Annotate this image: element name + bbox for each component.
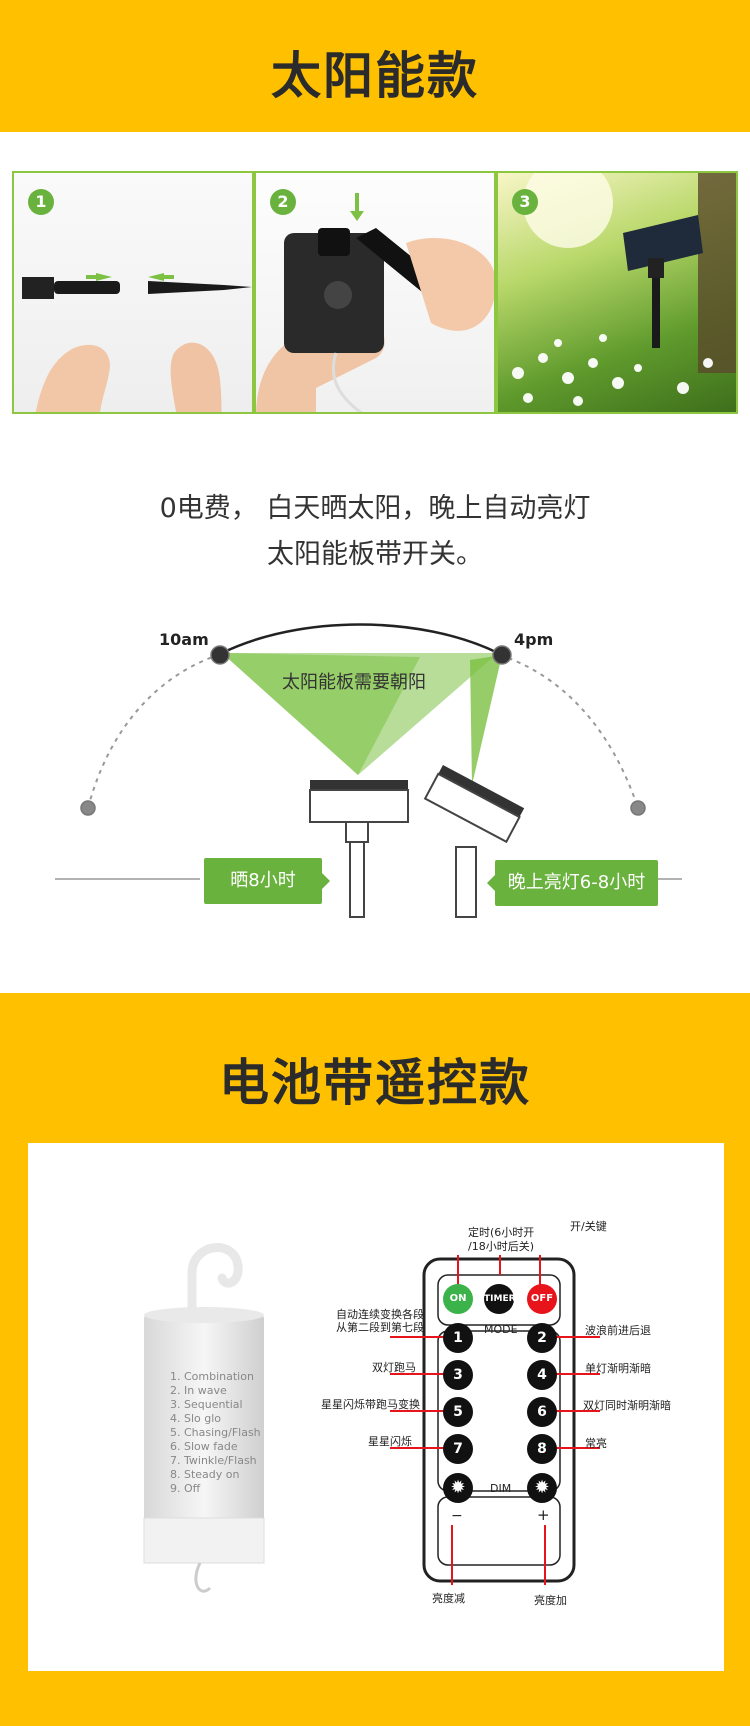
sun-dim-icon: ✹ [450,1477,466,1498]
installation-steps: 1 2 3 [12,171,738,414]
panel-facing-sun-label: 太阳能板需要朝阳 [282,672,426,693]
remote-button-8[interactable]: 8 [527,1434,557,1464]
garden-solar-panel-illustration [512,173,736,406]
button-6-annotation: 双灯同时渐明渐暗 [583,1399,671,1412]
button-4-annotation: 单灯渐明渐暗 [585,1362,651,1375]
battery-box-illustration [143,1243,265,1593]
light-duration-label: 晚上亮灯6-8小时 [487,860,658,906]
sun-path-diagram [55,623,682,918]
step-3-photo: 3 [496,171,738,414]
remote-minus-label: − [451,1508,463,1524]
step-1-number: 1 [28,189,54,215]
button-5-annotation: 星星闪烁带跑马变换 [321,1398,420,1411]
stake-assembly-illustration [22,273,252,412]
slogan-line-1: 0电费， 白天晒太阳，晚上自动亮灯 [159,493,591,524]
remote-button-4[interactable]: 4 [527,1360,557,1390]
step-2-number: 2 [270,189,296,215]
battery-mode-item: 7. Twinkle/Flash [170,1454,257,1467]
step-3-number: 3 [512,189,538,215]
solar-section-title: 太阳能款 [271,47,479,105]
battery-mode-item: 9. Off [170,1482,201,1495]
remote-button-3[interactable]: 3 [443,1360,473,1390]
time-end-label: 4pm [514,630,554,649]
step-2-photo: 2 [254,171,496,414]
remote-button-7[interactable]: 7 [443,1434,473,1464]
auto-annotation-line1: 自动连续变换各段 [336,1308,424,1321]
remote-off-button[interactable]: OFF [527,1284,557,1314]
battery-mode-item: 6. Slow fade [170,1440,238,1453]
remote-button-5[interactable]: 5 [443,1397,473,1427]
remote-button-6[interactable]: 6 [527,1397,557,1427]
remote-timer-button[interactable]: TIMER [484,1284,516,1314]
button-3-annotation: 双灯跑马 [372,1361,416,1374]
power-annotation: 开/关键 [570,1220,607,1233]
solar-panel-flat [309,780,409,918]
timer-annotation-line1: 定时(6小时开 [468,1226,535,1239]
remote-on-button[interactable]: ON [443,1284,473,1314]
remote-mode-label: MODE [484,1323,518,1336]
timer-annotation-line2: /18小时后关) [468,1240,534,1253]
charge-duration-label: 晒8小时 [204,858,330,904]
slogan-line-2: 太阳能板带开关。 [267,539,483,570]
time-start-label: 10am [159,630,209,649]
panel-mount-illustration [256,193,494,412]
button-7-annotation: 星星闪烁 [368,1435,412,1448]
battery-mode-item: 5. Chasing/Flash [170,1426,261,1439]
remote-dim-label: DIM [490,1482,512,1495]
auto-annotation-line2: 从第二段到第七段 [336,1321,424,1334]
step-1-photo: 1 [12,171,254,414]
battery-mode-item: 2. In wave [170,1384,227,1397]
dim-up-annotation: 亮度加 [534,1594,567,1607]
battery-mode-item: 3. Sequential [170,1398,243,1411]
remote-plus-label: + [537,1506,550,1524]
dim-down-button[interactable]: ✹ [443,1473,473,1503]
remote-button-1[interactable]: 1 [443,1323,473,1353]
remote-button-2[interactable]: 2 [527,1323,557,1353]
solar-panel-tilted [423,765,525,844]
battery-mode-item: 8. Steady on [170,1468,240,1481]
battery-mode-list: 1. Combination 2. In wave 3. Sequential … [170,1370,261,1496]
button-2-annotation: 波浪前进后退 [585,1324,651,1337]
solar-header-band: 太阳能款 [0,0,750,132]
sun-bright-icon: ✹ [534,1477,550,1498]
battery-mode-item: 1. Combination [170,1370,254,1383]
battery-section-title: 电池带遥控款 [219,1054,531,1112]
button-8-annotation: 常亮 [585,1437,607,1450]
battery-mode-item: 4. Slo glo [170,1412,222,1425]
dim-up-button[interactable]: ✹ [527,1473,557,1503]
dim-down-annotation: 亮度减 [432,1592,465,1605]
